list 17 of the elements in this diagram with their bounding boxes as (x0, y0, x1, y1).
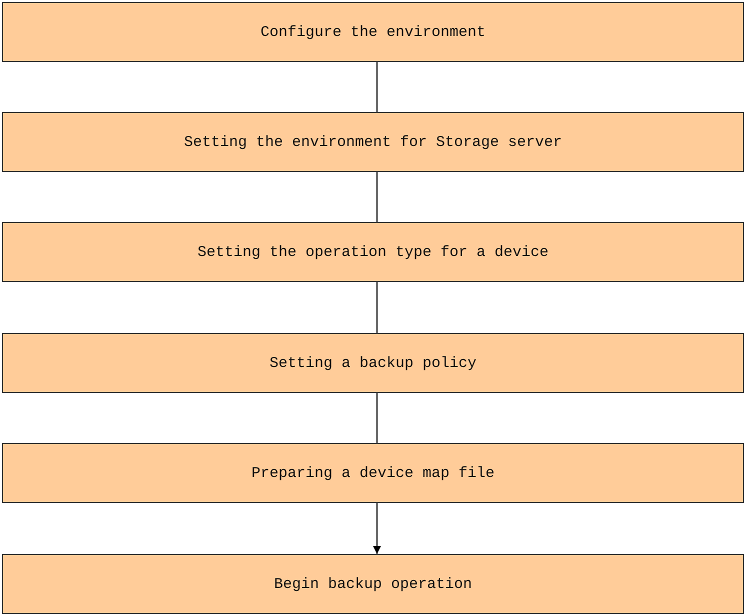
step-label: Setting the operation type for a device (197, 244, 549, 260)
process-box (2, 443, 744, 503)
connector-line (376, 172, 378, 222)
process-box (2, 112, 744, 172)
process-box (2, 333, 744, 393)
step-label: Preparing a device map file (251, 464, 495, 482)
step-label: Configure the environment (260, 24, 486, 40)
process-box (2, 222, 744, 282)
step-label: Setting the environment for Storage server (184, 134, 562, 150)
arrow (373, 503, 381, 554)
step-label: Begin backup operation (274, 576, 472, 592)
process-box (2, 2, 744, 62)
connector-line (376, 62, 378, 112)
step-label: Setting a backup policy (269, 354, 477, 372)
connector-line (376, 393, 378, 443)
process-box (2, 554, 744, 614)
connector-line (376, 282, 378, 333)
